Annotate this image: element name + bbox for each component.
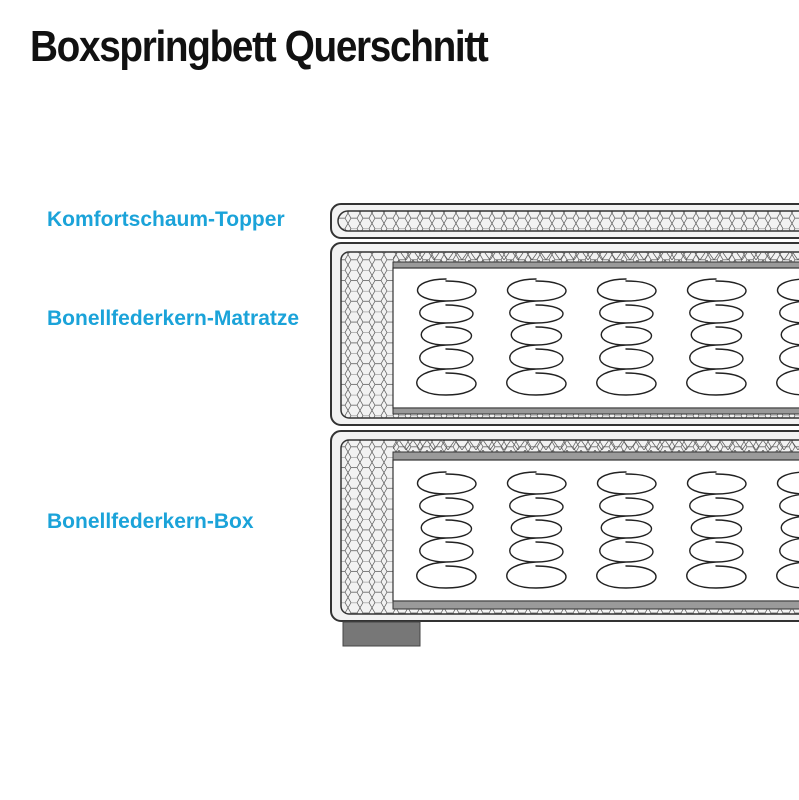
label-bonellfederkern-box: Bonellfederkern-Box bbox=[47, 510, 254, 533]
box-bottom-band bbox=[392, 600, 799, 610]
matratze-top-band bbox=[392, 261, 799, 269]
topper-layer bbox=[330, 203, 799, 239]
matratze-spring-core bbox=[392, 267, 799, 409]
box-top-band bbox=[392, 451, 799, 461]
diagram-title: Boxspringbett Querschnitt bbox=[30, 22, 489, 71]
label-bonellfederkern-matratze: Bonellfederkern-Matratze bbox=[47, 307, 300, 330]
topper-foam bbox=[337, 210, 799, 232]
box-spring-core bbox=[392, 459, 799, 602]
matratze-bottom-band bbox=[392, 407, 799, 415]
bed-foot bbox=[342, 621, 421, 647]
box-top-quilt bbox=[393, 440, 799, 452]
matratze-top-quilt bbox=[393, 252, 799, 262]
box-layer bbox=[330, 430, 799, 622]
matratze-layer bbox=[330, 242, 799, 426]
label-komfortschaum-topper: Komfortschaum-Topper bbox=[47, 208, 285, 231]
